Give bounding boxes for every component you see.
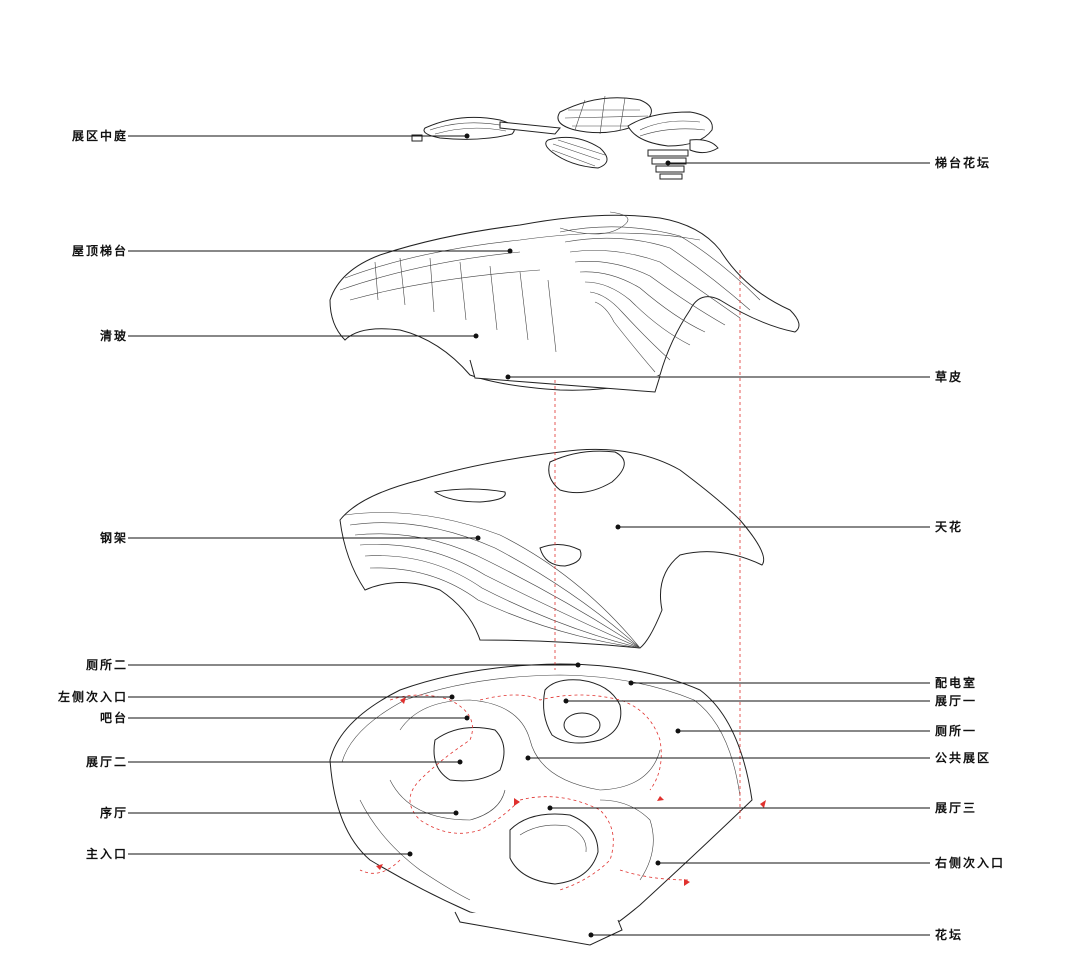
layer-roof-features <box>411 95 719 180</box>
svg-text:天花: 天花 <box>935 519 963 534</box>
label-zhu-rukou: 主入口 <box>86 846 413 861</box>
svg-text:主入口: 主入口 <box>86 846 128 861</box>
label-zhanting-san: 展厅三 <box>547 801 977 815</box>
label-caopi: 草皮 <box>505 369 963 384</box>
svg-text:序厅: 序厅 <box>100 805 128 820</box>
label-batai: 吧台 <box>100 710 470 725</box>
svg-text:厕所一: 厕所一 <box>935 723 977 738</box>
layer-ground-plan <box>329 270 766 946</box>
svg-text:梯台花坛: 梯台花坛 <box>935 155 991 170</box>
layer-ceiling-steel <box>339 448 765 649</box>
svg-text:公共展区: 公共展区 <box>935 750 991 765</box>
svg-text:展区中庭: 展区中庭 <box>72 128 128 143</box>
label-gangjia: 钢架 <box>100 530 481 545</box>
svg-text:左侧次入口: 左侧次入口 <box>57 689 128 704</box>
label-xuting: 序厅 <box>100 805 459 820</box>
label-gonggong-zhanqu: 公共展区 <box>525 750 991 765</box>
svg-text:花坛: 花坛 <box>935 927 963 942</box>
layer-roof-shell <box>329 211 800 393</box>
svg-text:清玻: 清玻 <box>100 328 128 343</box>
svg-text:厕所二: 厕所二 <box>86 657 128 672</box>
svg-text:展厅一: 展厅一 <box>935 694 977 708</box>
label-titai-huatan: 梯台花坛 <box>665 155 991 170</box>
label-youce-ciru: 右侧次入口 <box>655 855 1005 870</box>
svg-text:右侧次入口: 右侧次入口 <box>934 855 1005 870</box>
label-peidianshi: 配电室 <box>628 675 977 690</box>
label-huatan: 花坛 <box>588 927 963 942</box>
label-cesuo-yi: 厕所一 <box>675 723 977 738</box>
label-wuding-titai: 屋顶梯台 <box>72 243 513 258</box>
svg-text:屋顶梯台: 屋顶梯台 <box>72 243 128 258</box>
label-zhanting-yi: 展厅一 <box>563 694 977 708</box>
svg-text:草皮: 草皮 <box>935 369 963 384</box>
svg-text:展厅二: 展厅二 <box>86 755 128 769</box>
label-cesuo-er: 厕所二 <box>86 657 581 672</box>
svg-text:配电室: 配电室 <box>935 675 977 690</box>
label-zhanting-er: 展厅二 <box>86 755 463 769</box>
svg-text:吧台: 吧台 <box>100 710 128 725</box>
svg-text:钢架: 钢架 <box>100 530 128 545</box>
label-tianhua: 天花 <box>615 519 963 534</box>
label-zuoce-ciru: 左侧次入口 <box>57 689 455 704</box>
label-qingbo: 清玻 <box>100 328 479 343</box>
svg-text:展厅三: 展厅三 <box>935 801 977 815</box>
label-zhanqu-zhongting: 展区中庭 <box>72 128 470 143</box>
